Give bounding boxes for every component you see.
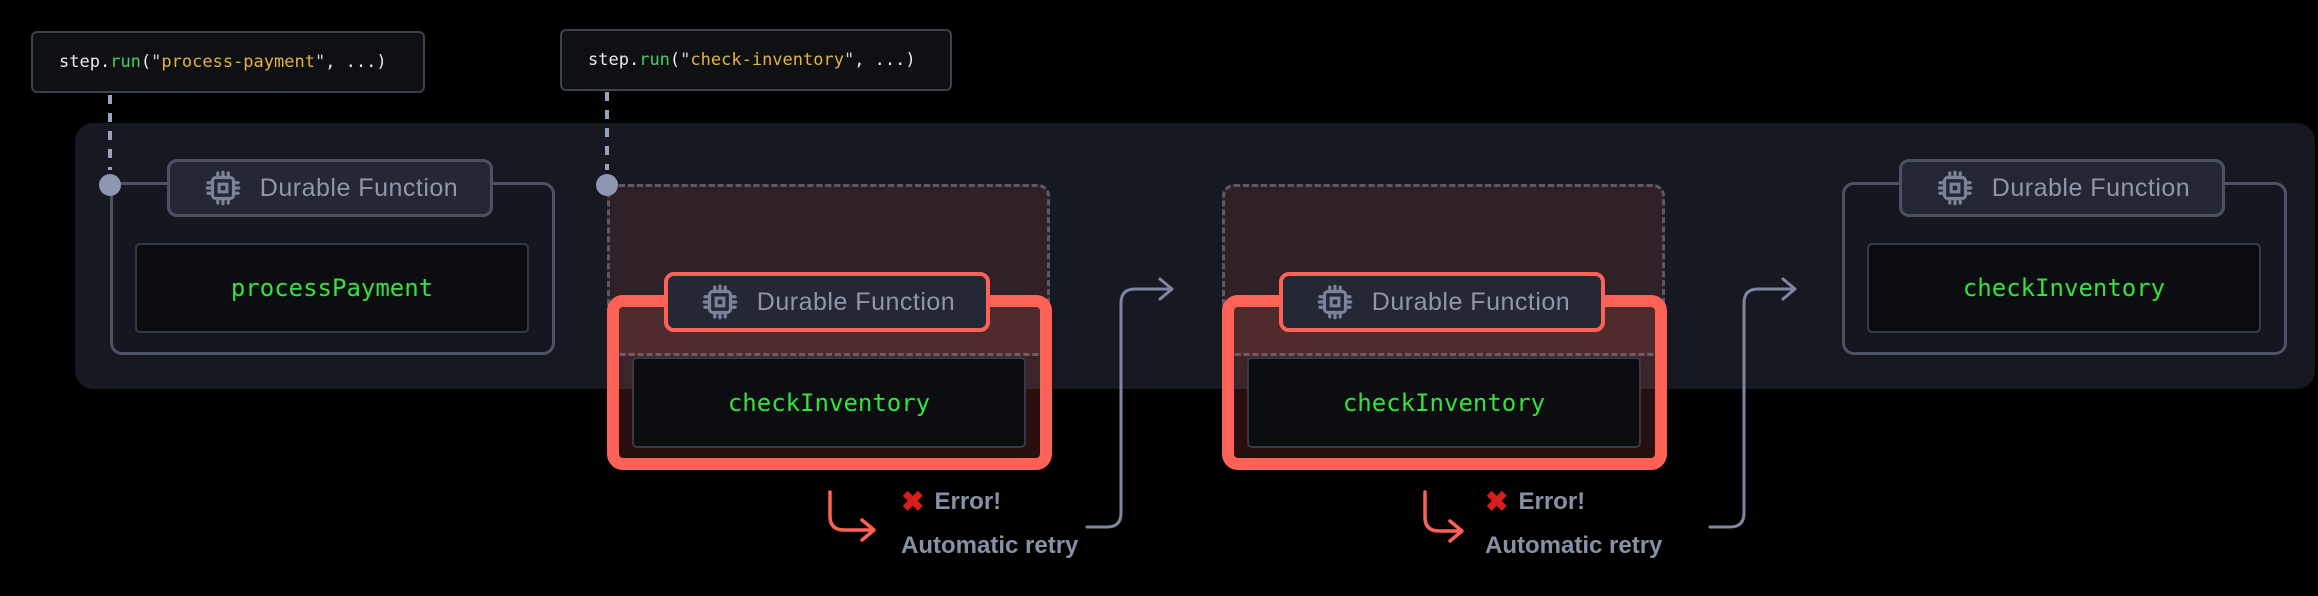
badge-label: Durable Function	[1991, 173, 2191, 202]
chip-icon	[1937, 170, 1973, 206]
function-name: checkInventory	[1342, 388, 1546, 417]
badge-label: Durable Function	[259, 173, 459, 202]
function-name-box-4: checkInventory	[1867, 243, 2261, 333]
function-name-box-1: processPayment	[135, 243, 529, 333]
code-step-id: process-payment	[161, 52, 315, 72]
x-icon: ✖	[901, 486, 925, 517]
retry-label: Automatic retry	[1485, 532, 1663, 559]
code-object: step	[59, 52, 100, 72]
function-name: checkInventory	[1962, 274, 2166, 302]
code-label-process-payment: step.run("process-payment", ...)	[31, 31, 425, 93]
code-label-check-inventory: step.run("check-inventory", ...)	[560, 29, 952, 91]
error-label: Error!	[934, 488, 1002, 515]
error-arrow-1	[828, 490, 874, 532]
function-name-box-3: checkInventory	[1247, 357, 1641, 448]
code-object: step	[588, 50, 629, 70]
badge-label: Durable Function	[756, 287, 956, 316]
function-name: processPayment	[230, 274, 434, 302]
error-label: Error!	[1518, 488, 1586, 515]
chip-icon	[702, 284, 738, 320]
retry-label: Automatic retry	[901, 532, 1079, 559]
code-method: run	[639, 50, 670, 70]
durable-function-badge-4: Durable Function	[1899, 159, 2225, 217]
chip-icon	[1317, 284, 1353, 320]
durable-function-badge-1: Durable Function	[167, 159, 493, 217]
error-arrow-2-head	[1448, 519, 1464, 543]
code-method: run	[110, 52, 141, 72]
durable-function-badge-2: Durable Function	[664, 272, 990, 332]
function-name-box-2: checkInventory	[632, 357, 1026, 448]
error-annotation-1: ✖ Error! Automatic retry	[901, 486, 1078, 560]
durable-function-badge-3: Durable Function	[1279, 272, 1605, 332]
error-annotation-2: ✖ Error! Automatic retry	[1485, 486, 1662, 560]
badge-label: Durable Function	[1371, 287, 1571, 316]
function-name: checkInventory	[727, 388, 931, 417]
error-arrow-1-head	[860, 518, 876, 542]
code-step-id: check-inventory	[690, 50, 844, 70]
chip-icon	[205, 170, 241, 206]
x-icon: ✖	[1485, 486, 1509, 517]
error-arrow-2	[1423, 490, 1462, 533]
